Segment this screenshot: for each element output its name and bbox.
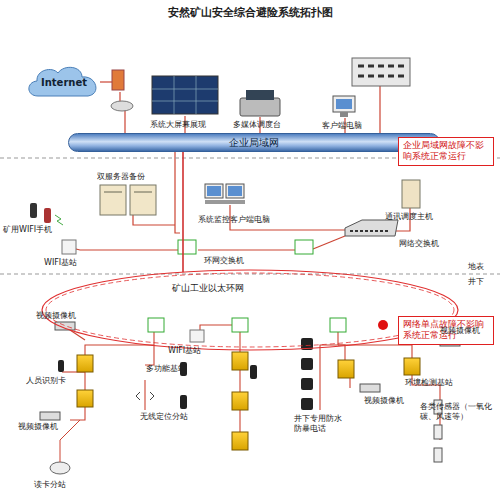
tag-icon bbox=[58, 360, 257, 409]
device-label: 无线定位分站 bbox=[140, 412, 188, 422]
wireless-mark bbox=[55, 215, 63, 225]
firewall-icon bbox=[112, 70, 124, 90]
device-label: 视频摄像机 bbox=[36, 311, 76, 321]
device-label: 井下专用防水防暴电话 bbox=[294, 414, 348, 433]
dispatch-host bbox=[402, 180, 420, 208]
node-text: 企业局域网 bbox=[69, 134, 439, 151]
device-label: 井下 bbox=[468, 277, 484, 287]
device-label: 地表 bbox=[468, 262, 484, 272]
cloud-node: Internet bbox=[24, 62, 104, 102]
device-label: 网络交换机 bbox=[399, 239, 439, 249]
device-label: 系统监控客户端电脑 bbox=[198, 215, 270, 225]
device-label: 多功能基站 bbox=[146, 364, 186, 374]
top-switch bbox=[352, 58, 410, 86]
device-label: 双服务器备份 bbox=[97, 172, 145, 182]
device-label: 环网交换机 bbox=[204, 256, 244, 266]
ring-switch bbox=[178, 240, 313, 254]
device-label: 矿用WIFI手机 bbox=[3, 225, 52, 235]
substation-box bbox=[77, 352, 420, 450]
device-label: 读卡分站 bbox=[34, 480, 66, 490]
device-label: 各类传感器（一氧化碳、风速等） bbox=[420, 402, 496, 421]
console-icon bbox=[240, 98, 280, 116]
camera-icon bbox=[40, 322, 460, 420]
device-label: WIFI基站 bbox=[44, 258, 77, 268]
node-text: Internet bbox=[24, 62, 104, 88]
device-label: 系统大屏幕展现 bbox=[150, 120, 206, 130]
boundary-line bbox=[0, 274, 500, 275]
server-icon bbox=[100, 185, 156, 215]
wifi-phone bbox=[30, 203, 51, 223]
wifi-base bbox=[190, 330, 204, 342]
ring-network: 矿山工业以太环网 bbox=[40, 268, 460, 352]
wifi-base bbox=[62, 240, 76, 254]
device-label: 人员识别卡 bbox=[26, 376, 66, 386]
router-icon bbox=[111, 101, 133, 111]
link-line bbox=[182, 152, 184, 272]
device-label: 通讯调度主机 bbox=[385, 212, 433, 222]
node-text: 矿山工业以太环网 bbox=[170, 282, 246, 295]
device-label: 视频摄像机 bbox=[18, 422, 58, 432]
video-wall bbox=[152, 76, 218, 114]
reader-icon bbox=[50, 462, 70, 474]
node-text: 企业局域网故障不影响系统正常运行 bbox=[403, 140, 489, 163]
device-label: 客户端电脑 bbox=[322, 121, 362, 131]
device-label: 视频摄像机 bbox=[364, 396, 404, 406]
device-label: 视频摄像机 bbox=[440, 326, 480, 336]
console-screen bbox=[246, 90, 274, 100]
device-label: 环境检测基站 bbox=[405, 378, 453, 388]
callout-box: 企业局域网故障不影响系统正常运行 bbox=[398, 137, 494, 166]
ring-shape bbox=[40, 268, 460, 352]
client-pc bbox=[333, 96, 355, 117]
network-switch bbox=[345, 220, 398, 236]
wireless-mark bbox=[136, 392, 154, 400]
diagram-title: 安然矿山安全综合避险系统拓扑图 bbox=[168, 6, 333, 19]
monitor-pc bbox=[205, 184, 245, 204]
lan-band: 企业局域网 bbox=[68, 133, 440, 152]
device-label: 多媒体调度台 bbox=[233, 120, 281, 130]
device-label: WIFI基站 bbox=[168, 346, 201, 356]
